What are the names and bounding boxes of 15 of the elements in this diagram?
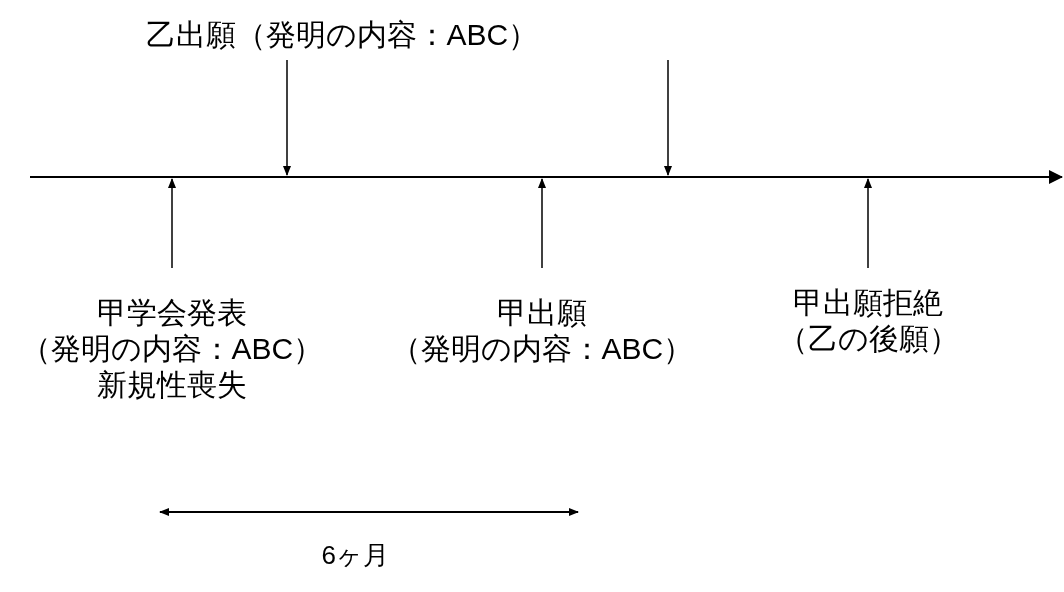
arrow [538,178,546,269]
event-note: （発明の内容：ABC） [20,331,324,367]
arrow [168,178,176,269]
arrow [664,59,672,176]
event-note: （乙の後願） [777,321,959,357]
event-label: 甲学会発表 [95,295,248,331]
arrow [864,178,872,269]
event-label: 甲出願 [495,295,588,331]
arrow [283,59,291,176]
event-label: 乙出願（発明の内容：ABC） [145,17,539,53]
timeline-axis [29,170,1063,184]
duration-label: 6ヶ月 [321,539,389,572]
event-label: 甲出願拒絶 [792,285,944,321]
event-note: （発明の内容：ABC） [390,331,694,367]
event-note: 新規性喪失 [95,367,248,403]
